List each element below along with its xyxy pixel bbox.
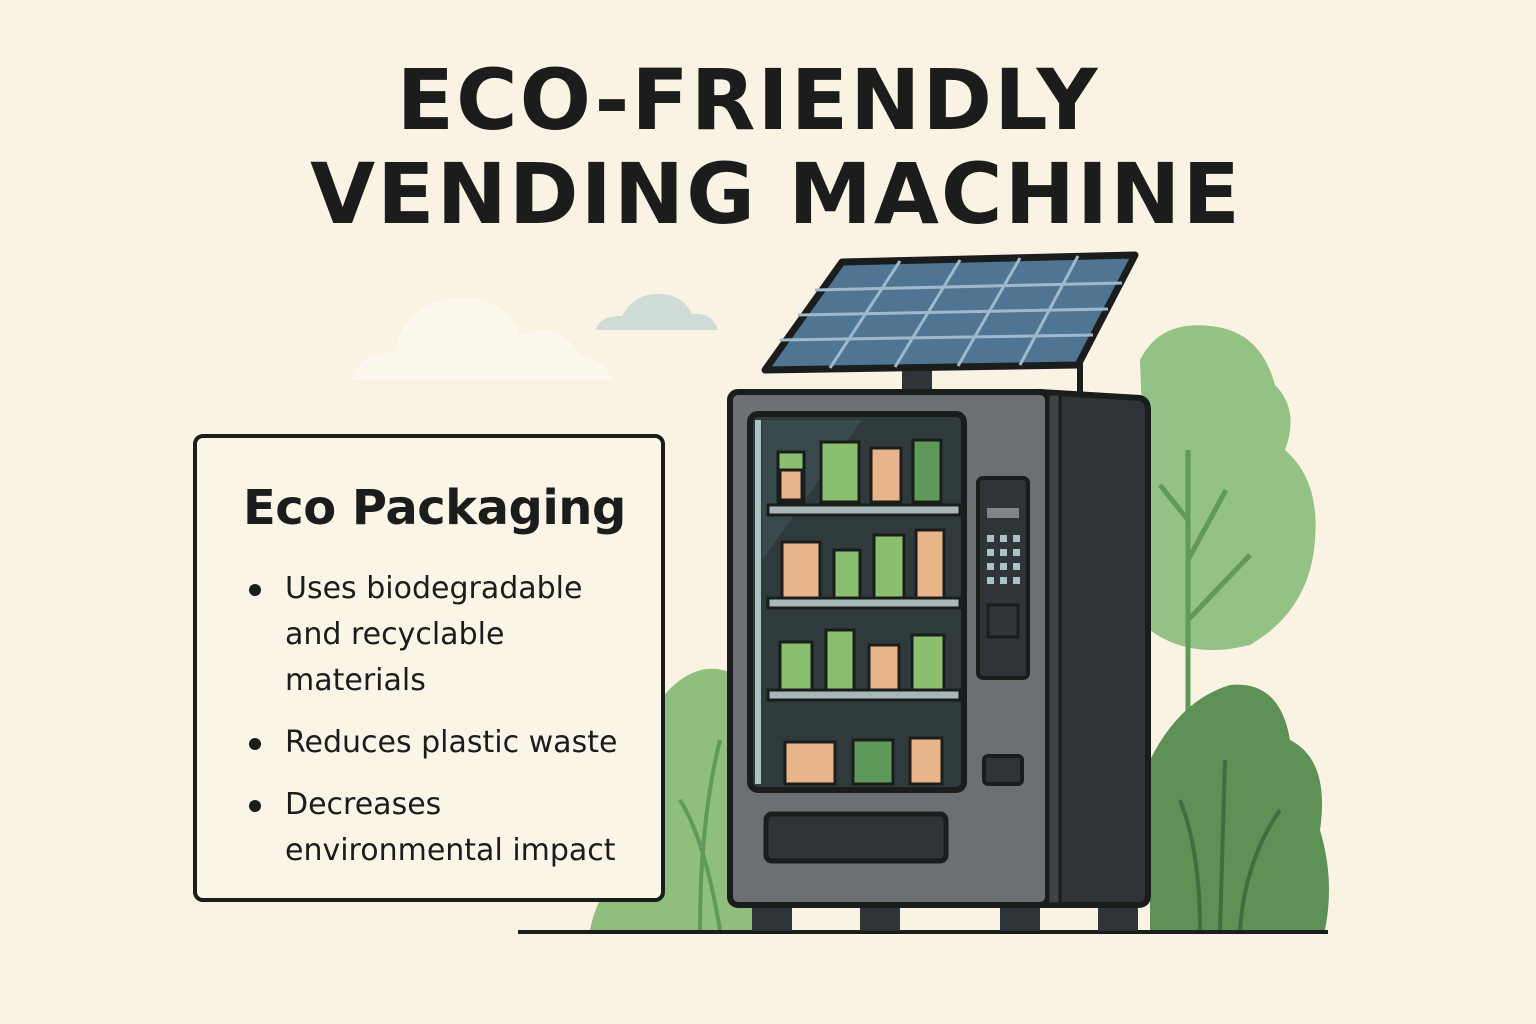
- vending-machine: [727, 388, 1151, 931]
- coin-slot: [982, 754, 1024, 786]
- solar-panel-icon: [761, 251, 1139, 395]
- title-line-1: ECO-FRIENDLY: [396, 51, 1100, 149]
- dispense-tray: [763, 811, 949, 864]
- list-item: Decreases environmental impact: [237, 782, 647, 874]
- keypad: [976, 476, 1030, 680]
- bullet-icon: [249, 800, 261, 812]
- cloud-icon: [596, 293, 718, 330]
- eco-packaging-card: Eco Packaging Uses biodegradable and rec…: [193, 434, 665, 902]
- list-item: Reduces plastic waste: [237, 720, 647, 766]
- card-heading: Eco Packaging: [243, 480, 626, 536]
- bush-icon: [1150, 684, 1329, 931]
- tree-icon: [1140, 325, 1316, 760]
- cloud-icon: [352, 297, 612, 380]
- products: [776, 438, 946, 786]
- bullet-icon: [249, 738, 261, 750]
- benefit-list: Uses biodegradable and recyclable materi…: [237, 566, 647, 890]
- list-item: Uses biodegradable and recyclable materi…: [237, 566, 647, 704]
- title-line-2: VENDING MACHINE: [310, 145, 1242, 243]
- bullet-icon: [249, 584, 261, 596]
